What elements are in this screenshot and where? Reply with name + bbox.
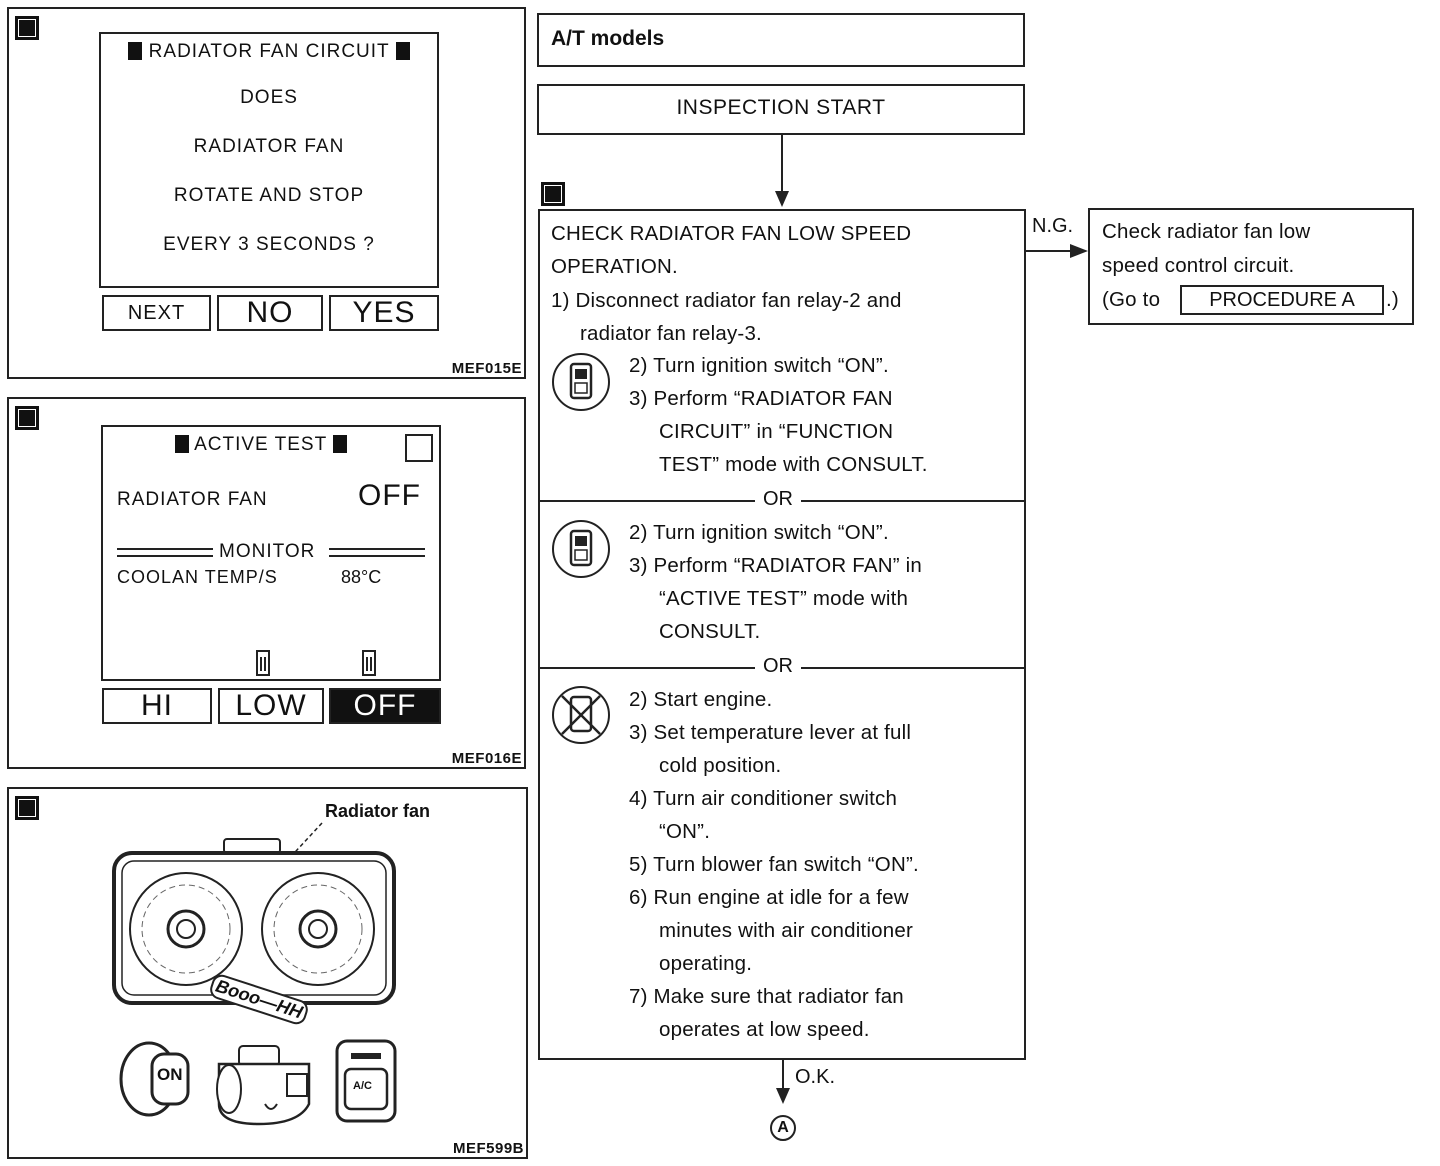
step-line: 6) Run engine at idle for a few (629, 886, 909, 909)
screen-checkbox[interactable] (405, 434, 433, 462)
monitor-divider-left (117, 548, 213, 557)
flow-arrow-down (775, 135, 789, 207)
e-badge: E (15, 16, 39, 40)
e-badge: E (15, 796, 39, 820)
procedure-a-link[interactable]: PROCEDURE A (1180, 285, 1384, 315)
inspection-start-label: INSPECTION START (676, 96, 886, 119)
engine-icon (216, 1045, 311, 1126)
monitor-label: MONITOR (219, 541, 316, 562)
ng-label: N.G. (1032, 215, 1074, 237)
screen-header: ACTIVE TEST (93, 434, 429, 456)
screen-line: EVERY 3 SECONDS ? (163, 234, 375, 255)
ac-switch-icon (335, 1039, 397, 1123)
e-badge: E (15, 406, 39, 430)
ng-line: Check radiator fan low (1102, 220, 1311, 243)
step-line: 2) Turn ignition switch “ON”. (629, 521, 889, 544)
finger-pointer-icon (256, 650, 270, 676)
item-label: RADIATOR FAN (117, 489, 268, 510)
consult-tester-icon (552, 353, 610, 411)
figure-active-test-screen: E ACTIVE TEST RADIATOR FAN OFF MONITOR C… (7, 397, 526, 769)
step-line: 3) Perform “RADIATOR FAN (629, 387, 893, 410)
radiator-fan-illustration (112, 822, 396, 1005)
step-line: 3) Set temperature lever at full (629, 721, 912, 744)
step-line: 3) Perform “RADIATOR FAN” in (629, 554, 923, 577)
step-line: operates at low speed. (659, 1018, 870, 1041)
screen-header-text: RADIATOR FAN CIRCUIT (148, 41, 390, 62)
figure-code: MEF015E (451, 360, 522, 377)
low-button[interactable]: LOW (218, 688, 324, 724)
check-title: CHECK RADIATOR FAN LOW SPEED OPERATION. … (551, 217, 911, 350)
consult-screen: ACTIVE TEST RADIATOR FAN OFF MONITOR COO… (101, 425, 441, 681)
ok-arrow (776, 1060, 790, 1104)
models-title: A/T models (551, 27, 665, 50)
step-line: operating. (659, 952, 753, 975)
step-line: “ON”. (659, 820, 711, 843)
radiator-fan-callout: Radiator fan (325, 801, 431, 821)
ignition-key-icon (119, 1041, 190, 1117)
step-line: 2) Turn ignition switch “ON”. (629, 354, 889, 377)
ok-label: O.K. (795, 1066, 836, 1088)
off-button-selected[interactable]: OFF (329, 688, 441, 724)
screen-line: DOES (240, 87, 298, 108)
no-button[interactable]: NO (217, 295, 323, 331)
step-line: 5) Turn blower fan switch “ON”. (629, 853, 919, 876)
go-to-prefix: (Go to (1102, 288, 1161, 311)
e-badge: E (541, 182, 565, 206)
figure-function-test-screen: E RADIATOR FAN CIRCUIT DOES RADIATOR FAN… (7, 7, 526, 379)
ng-line: speed control circuit. (1102, 254, 1295, 277)
ignition-on-label: ON (157, 1065, 183, 1084)
screen-header: RADIATOR FAN CIRCUIT (101, 41, 437, 63)
ng-action-box: Check radiator fan low speed control cir… (1088, 208, 1414, 325)
check-title-line: CHECK RADIATOR FAN LOW SPEED (551, 222, 912, 245)
finger-pointer-icon (362, 650, 376, 676)
hi-button[interactable]: HI (102, 688, 212, 724)
figure-code: MEF599B (452, 1140, 524, 1157)
check-procedure-box: CHECK RADIATOR FAN LOW SPEED OPERATION. … (538, 209, 1026, 1060)
models-title-box: A/T models (537, 13, 1025, 67)
step-line: radiator fan relay-3. (580, 321, 762, 345)
step-line: TEST” mode with CONSULT. (659, 453, 928, 476)
check-title-line: OPERATION. (551, 255, 678, 279)
connector-a[interactable]: A (770, 1115, 796, 1141)
monitor-value: 88°C (341, 567, 382, 587)
or-label: OR (755, 655, 801, 678)
no-tools-icon (552, 686, 610, 744)
screen-line: ROTATE AND STOP (173, 185, 365, 206)
step-line: “ACTIVE TEST” mode with (659, 587, 909, 610)
inspection-start-box: INSPECTION START (537, 84, 1025, 135)
yes-button[interactable]: YES (329, 295, 439, 331)
consult-tester-icon (552, 520, 610, 578)
figure-code: MEF016E (451, 750, 522, 767)
ng-arrow (1026, 244, 1088, 258)
item-value: OFF (358, 479, 421, 512)
figure-radiator-fan-illustration: E Radiator fan Booo—HH ON A/C MEF599B (7, 787, 528, 1159)
monitor-item: COOLAN TEMP/S (117, 567, 278, 587)
screen-line: RADIATOR FAN (193, 136, 345, 157)
step-line: 2) Start engine. (629, 688, 773, 711)
step-line: minutes with air conditioner (659, 919, 913, 942)
connector-a-label: A (777, 1119, 789, 1136)
step-line: 7) Make sure that radiator fan (629, 985, 904, 1008)
step-line: cold position. (659, 754, 782, 777)
step-line: 1) Disconnect radiator fan relay-2 and (551, 288, 902, 312)
or-label: OR (755, 488, 801, 511)
monitor-divider-right (329, 548, 425, 557)
step-line: CONSULT. (659, 620, 761, 643)
next-button[interactable]: NEXT (102, 295, 211, 331)
ac-label: A/C (353, 1080, 372, 1092)
step-line: 4) Turn air conditioner switch (629, 787, 898, 810)
consult-screen: RADIATOR FAN CIRCUIT DOES RADIATOR FAN R… (99, 32, 439, 288)
go-to-suffix: .) (1386, 288, 1399, 311)
step-line: CIRCUIT” in “FUNCTION (659, 420, 894, 443)
screen-header-text: ACTIVE TEST (194, 434, 327, 455)
